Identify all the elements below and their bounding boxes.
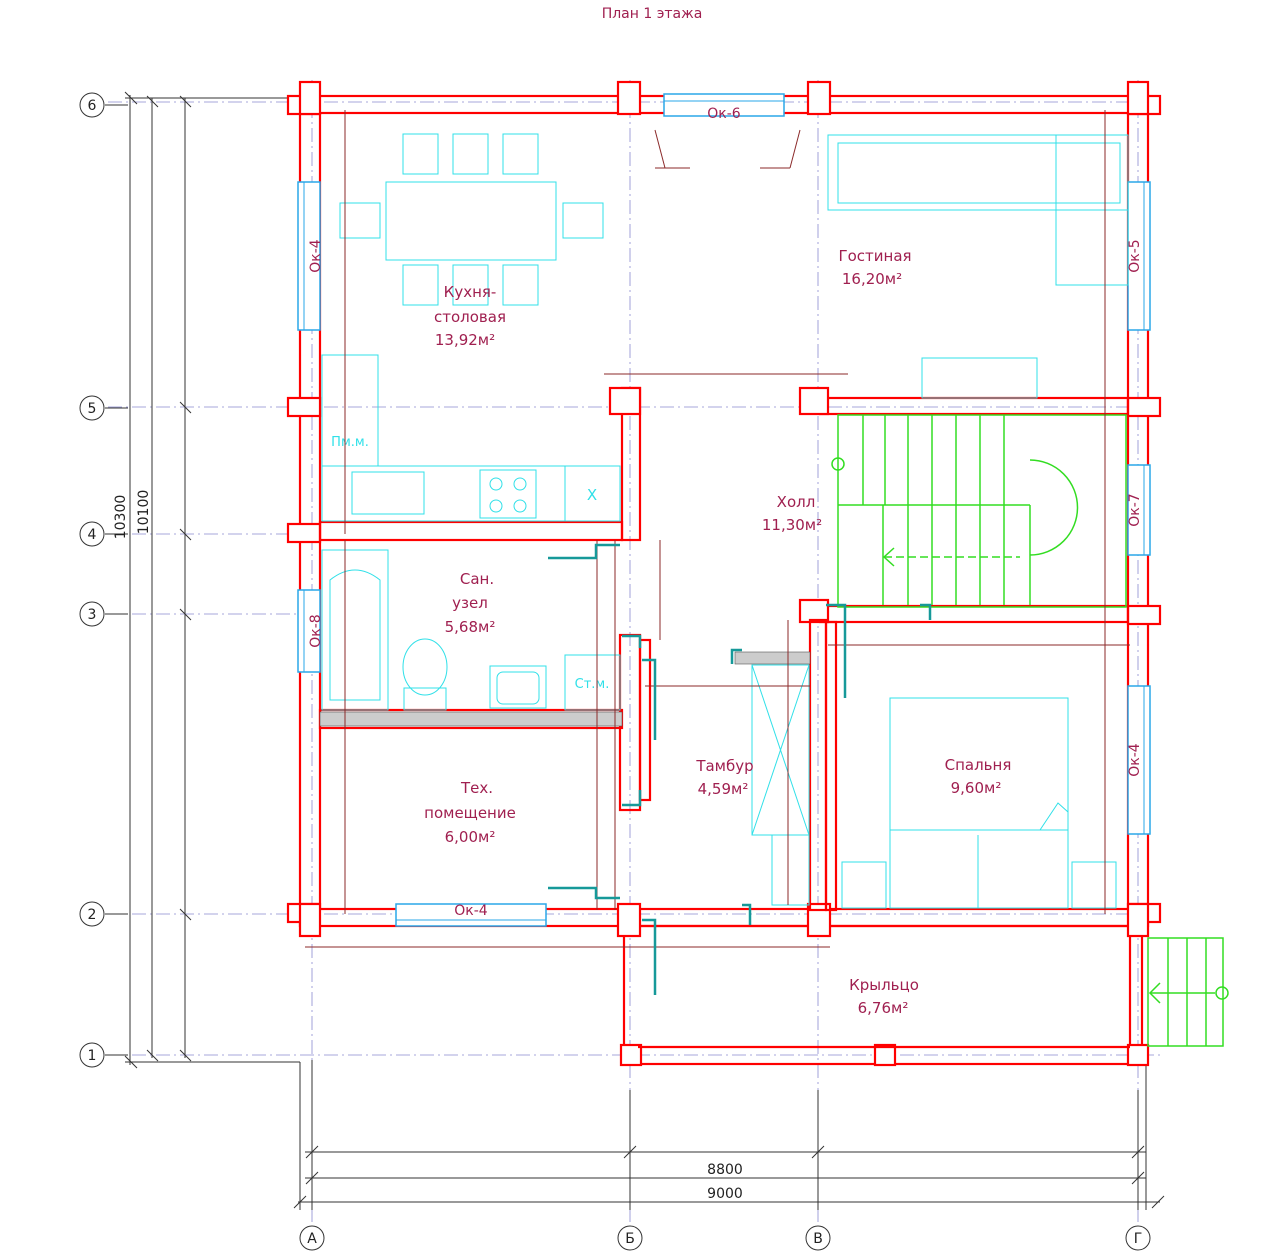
bedroom-furniture [841, 697, 1117, 909]
room-labels: Кухня- столовая 13,92м² Гостиная 16,20м²… [424, 247, 1011, 1017]
kitchen-furniture: X Пм.м. [321, 133, 621, 522]
window-ok4-bottom-label: Ок-4 [454, 903, 488, 919]
dim-height-inner: 10100 [136, 490, 152, 535]
bath-area: 5,68м² [445, 618, 496, 636]
windows: Ок-6 Ок-4 Ок-5 Ок-7 Ок-8 Ок-4 Ок-4 [297, 93, 1151, 927]
window-ok4-left-label: Ок-4 [308, 239, 324, 273]
washer-label: Ст.м. [575, 677, 610, 692]
doors [548, 543, 932, 995]
left-dimensions: 10300 10100 [113, 91, 301, 1210]
tech-name-1: Тех. [460, 779, 493, 797]
window-ok7-label: Ок-7 [1127, 493, 1143, 526]
bathtub [321, 549, 389, 711]
kitchen-name-2: столовая [434, 308, 506, 326]
dining-table [385, 181, 557, 261]
staircase [831, 414, 1127, 608]
col-axis-markers: А Б В Г [299, 1225, 1151, 1251]
window-ok8-label: Ок-8 [308, 614, 324, 647]
vestibule-wardrobe [751, 664, 810, 906]
window-ok6-label: Ок-6 [707, 106, 741, 122]
dim-width-outer: 9000 [707, 1186, 743, 1202]
axis-label-5: 5 [88, 401, 97, 417]
kitchen-name-1: Кухня- [444, 283, 497, 301]
axis-label-v: В [813, 1231, 823, 1247]
bathroom-fixtures: Ст.м. [321, 549, 621, 711]
dim-width-inner: 8800 [707, 1162, 743, 1178]
sink [489, 665, 547, 709]
porch-area [619, 924, 1150, 1067]
axis-label-6: 6 [88, 98, 97, 114]
porch-name: Крыльцо [849, 976, 919, 994]
hall-name: Холл [777, 493, 816, 511]
axis-label-1: 1 [88, 1048, 97, 1064]
window-ok5-label: Ок-5 [1127, 239, 1143, 272]
axis-lines [108, 80, 1160, 1225]
row-axis-markers: 6 5 4 3 2 1 [79, 92, 128, 1068]
hall-area: 11,30м² [762, 516, 822, 534]
bed [889, 697, 1069, 909]
tv-stand [921, 357, 1038, 399]
axis-label-2: 2 [88, 907, 97, 923]
kitchen-area: 13,92м² [435, 331, 495, 349]
axis-label-a: А [307, 1231, 317, 1247]
bottom-dimensions: 8800 9000 [293, 1060, 1165, 1210]
living-furniture [827, 134, 1129, 399]
axis-label-4: 4 [88, 527, 97, 543]
bath-name-1: Сан. [460, 570, 494, 588]
vestibule-area: 4,59м² [698, 780, 749, 798]
dishwasher-label: Пм.м. [331, 435, 369, 450]
dim-height-outer: 10300 [113, 495, 129, 540]
bedroom-area: 9,60м² [951, 779, 1002, 797]
axis-label-b: Б [625, 1231, 635, 1247]
window-ok4-right-label: Ок-4 [1127, 743, 1143, 777]
axis-label-g: Г [1134, 1231, 1143, 1247]
bedroom-name: Спальня [945, 756, 1012, 774]
porch-stairs [1147, 937, 1229, 1047]
window-ok6 [663, 93, 785, 117]
interior-dims [305, 110, 1130, 948]
inner-walls [318, 386, 1130, 912]
fridge-label: X [587, 486, 597, 504]
axis-label-3: 3 [88, 607, 97, 623]
vestibule-name: Тамбур [695, 757, 753, 775]
plan-title: План 1 этажа [602, 6, 703, 22]
kitchen-counter [321, 465, 621, 522]
porch-area: 6,76м² [858, 999, 909, 1017]
sofa [827, 134, 1129, 211]
tech-name-2: помещение [424, 804, 516, 822]
living-area: 16,20м² [842, 270, 902, 288]
living-name: Гостиная [838, 247, 911, 265]
bath-name-2: узел [452, 594, 488, 612]
toilet [402, 638, 448, 696]
tech-area: 6,00м² [445, 828, 496, 846]
